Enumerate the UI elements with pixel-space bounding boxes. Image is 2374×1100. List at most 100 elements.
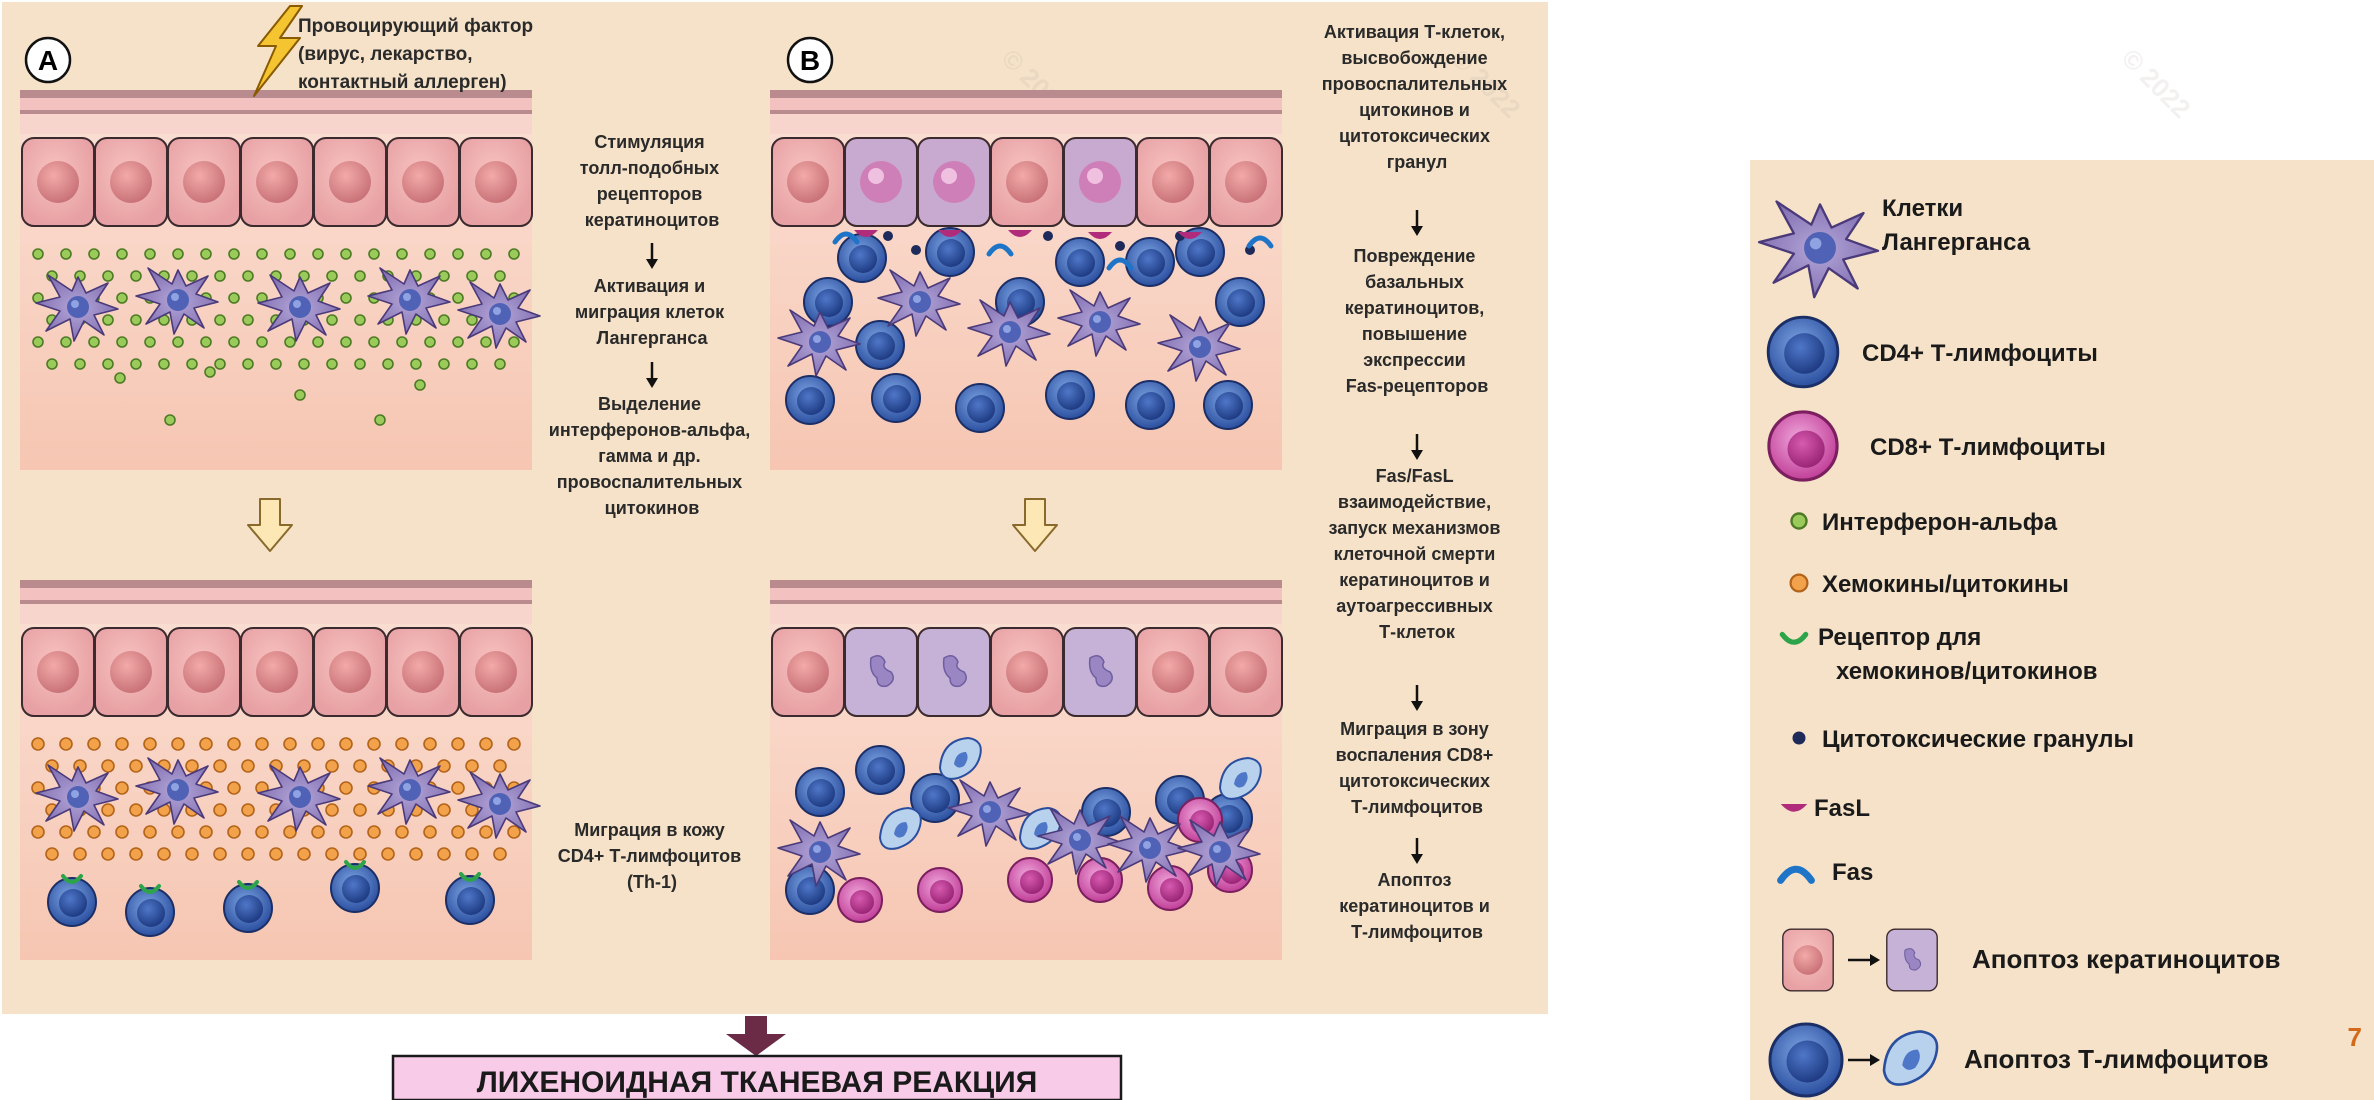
interferon-icon [205,367,215,377]
interferon-icon [397,337,407,347]
apoptotic-keratinocyte-icon [1064,628,1136,716]
chemokine-icon [60,738,72,750]
legend-ifn-icon [1792,514,1807,529]
chemokine-icon [102,848,114,860]
chemokine-icon [228,782,240,794]
chemokine-icon [382,848,394,860]
chemokine-icon [228,826,240,838]
legend-cd8-label: CD8+ Т-лимфоциты [1870,434,2106,461]
chemokine-icon [88,738,100,750]
chemokine-icon [452,826,464,838]
result-label: ЛИХЕНОИДНАЯ ТКАНЕВАЯ РЕАКЦИЯ [477,1066,1038,1099]
chemokine-icon [354,804,366,816]
chemokine-icon [32,826,44,838]
chemokine-icon [466,848,478,860]
apoptotic-keratinocyte-icon [918,628,990,716]
cd4-t-cell-icon [838,234,886,282]
cd4-t-cell-icon [796,768,844,816]
chemokine-icon [130,804,142,816]
interferon-icon [117,337,127,347]
interferon-icon [453,337,463,347]
interferon-icon [355,359,365,369]
cd8-t-cell-icon [918,868,962,912]
chemokine-icon [438,804,450,816]
interferon-icon [467,359,477,369]
granule-icon [1043,231,1053,241]
chemokine-icon [508,738,520,750]
interferon-icon [229,249,239,259]
activated-keratinocyte-icon [1064,138,1136,226]
interferon-icon [481,249,491,259]
chemokine-icon [410,848,422,860]
interferon-icon [201,337,211,347]
chemokine-icon [494,760,506,772]
legend-granules-label: Цитотоксические гранулы [1822,726,2134,753]
interferon-icon [439,315,449,325]
keratinocyte-icon [387,628,459,716]
keratinocyte-icon [314,628,386,716]
chemokine-icon [242,848,254,860]
legend-granules-icon [1793,732,1806,745]
chemokine-icon [340,782,352,794]
interferon-icon [313,337,323,347]
interferon-icon [397,249,407,259]
cd4-t-cell-icon [1126,238,1174,286]
chemokine-icon [102,760,114,772]
keratinocyte-icon [241,138,313,226]
chemokine-icon [130,760,142,772]
interferon-icon [131,359,141,369]
interferon-icon [115,373,125,383]
keratinocyte-icon [314,138,386,226]
chemokine-icon [452,738,464,750]
cd4-t-cell-icon [126,888,174,936]
interferon-icon [415,380,425,390]
cd4-t-cell-icon [872,374,920,422]
step-b3-text: Fas/FasL взаимодействие, запуск механизм… [1329,466,1506,642]
keratinocyte-icon [168,628,240,716]
granule-icon [883,231,893,241]
interferon-icon [229,337,239,347]
chemokine-icon [480,826,492,838]
chemokine-icon [214,804,226,816]
interferon-icon [75,359,85,369]
chemokine-icon [480,738,492,750]
chemokine-icon [74,848,86,860]
chemokine-icon [130,848,142,860]
chemokine-icon [312,826,324,838]
interferon-icon [89,249,99,259]
cd4-t-cell-icon [1126,381,1174,429]
interferon-icon [375,415,385,425]
chemokine-icon [312,738,324,750]
panel-b-label: B [788,38,832,82]
step-a2-text: Активация и миграция клеток Лангерганса [575,276,729,348]
keratinocyte-icon [772,628,844,716]
chemokine-icon [228,738,240,750]
interferon-icon [215,271,225,281]
legend-fas-label: Fas [1832,859,1873,886]
keratinocyte-icon [991,628,1063,716]
chemokine-icon [424,738,436,750]
chemokine-icon [466,760,478,772]
chemokine-icon [60,826,72,838]
chemokine-icon [214,848,226,860]
chemokine-icon [256,826,268,838]
granule-icon [1115,241,1125,251]
interferon-icon [295,390,305,400]
chemokine-icon [242,804,254,816]
interferon-icon [47,359,57,369]
chemokine-icon [214,760,226,772]
interferon-icon [117,249,127,259]
interferon-icon [327,359,337,369]
legend-chemokines-icon [1791,575,1808,592]
legend-chemokines-label: Хемокины/цитокины [1822,571,2069,598]
chemokine-icon [368,738,380,750]
interferon-icon [131,315,141,325]
cd4-t-cell-icon [1204,381,1252,429]
interferon-icon [61,337,71,347]
panel-a-letter: A [38,45,58,76]
chemokine-icon [494,848,506,860]
legend: Клетки Лангерганса CD4+ Т-лимфоциты CD8+… [1750,160,2374,1100]
interferon-icon [165,415,175,425]
chemokine-icon [116,826,128,838]
result: ЛИХЕНОИДНАЯ ТКАНЕВАЯ РЕАКЦИЯ [393,1016,1121,1100]
